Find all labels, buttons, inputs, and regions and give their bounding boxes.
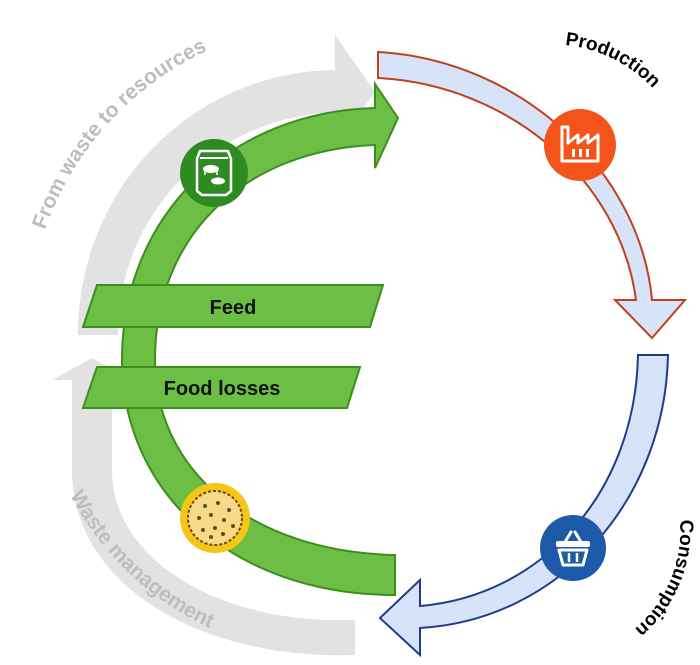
from-waste-to-resources-arrow [78, 35, 375, 335]
factory-icon [544, 109, 616, 181]
biscuit-icon [180, 483, 250, 553]
consumption-text: Consumption [631, 520, 696, 641]
feed-label: Feed [210, 297, 257, 319]
consumption-label: Consumption [631, 520, 696, 641]
food-losses-label: Food losses [164, 378, 281, 400]
production-text: Production [564, 29, 664, 92]
green-euro-arrow [120, 80, 400, 597]
production-arrow [377, 50, 688, 340]
feed-sack-icon [180, 139, 248, 207]
consumption-arrow [378, 354, 670, 658]
production-label: Production [564, 29, 664, 92]
feed-bar [81, 284, 385, 328]
waste-management-arrow [52, 358, 355, 656]
shopping-basket-icon [540, 515, 606, 581]
food-losses-bar [81, 366, 362, 409]
